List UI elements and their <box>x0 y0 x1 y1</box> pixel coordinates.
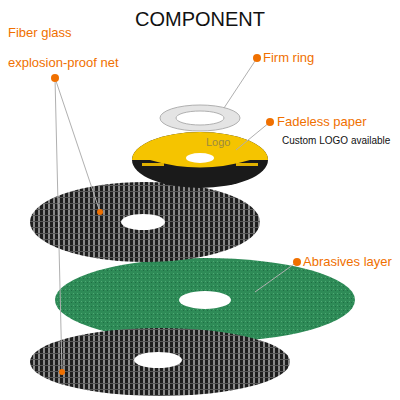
glass-net-disc <box>30 182 260 262</box>
leader-lines <box>55 58 297 372</box>
logo-text: Logo <box>206 136 246 149</box>
firm-ring <box>160 105 240 131</box>
part-label: Fiber glass explosion-proof net <box>8 18 126 78</box>
part-label: Firm ring <box>263 50 383 66</box>
glass-net-disc <box>30 328 290 396</box>
note-text: Custom LOGO available <box>282 134 400 147</box>
abrasive-disc <box>55 258 355 342</box>
part-label: Abrasives layer <box>303 254 400 270</box>
part-label: Fadeless paper <box>277 114 397 130</box>
leader-dots <box>51 54 301 375</box>
